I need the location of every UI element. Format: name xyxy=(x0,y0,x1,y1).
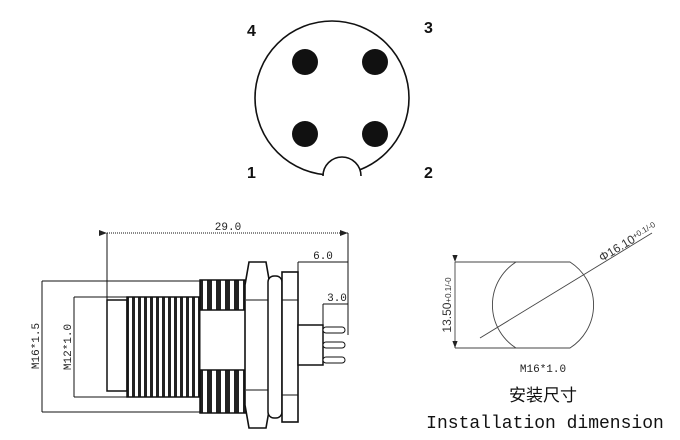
pin-label-3: 3 xyxy=(424,20,433,37)
installation-title-en: Installation dimension xyxy=(426,414,664,434)
cutout-diameter: Φ16.10+0.1/-0 xyxy=(596,219,659,265)
pin-1 xyxy=(292,121,318,147)
pin-2 xyxy=(362,121,388,147)
inner-thread-label: M12*1.0 xyxy=(63,324,75,370)
cutout-height: 13.50+0.1/-0 xyxy=(440,277,454,333)
installation-title-cn: 安装尺寸 xyxy=(509,386,577,406)
rear-length-dimension: 6.0 xyxy=(313,251,333,263)
length-dimension: 29.0 xyxy=(215,222,241,234)
pinout-face: 4 3 1 2 xyxy=(247,20,433,182)
installation-cutout xyxy=(452,232,653,349)
side-view xyxy=(41,230,349,429)
pin-label-2: 2 xyxy=(424,165,433,182)
pin-label-4: 4 xyxy=(247,23,256,40)
pin-4 xyxy=(292,49,318,75)
outer-thread-label: M16*1.5 xyxy=(31,323,43,369)
cutout-thread: M16*1.0 xyxy=(520,364,566,376)
pin-label-1: 1 xyxy=(247,165,256,182)
pin-length-dimension: 3.0 xyxy=(327,293,347,305)
pin-3 xyxy=(362,49,388,75)
